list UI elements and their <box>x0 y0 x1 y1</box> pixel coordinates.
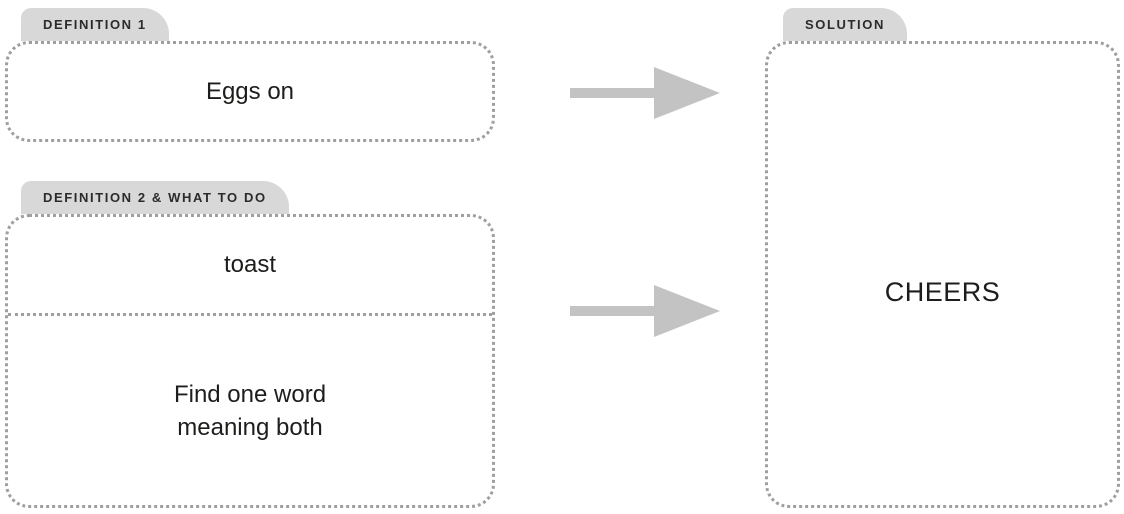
definition1-tab: DEFINITION 1 <box>21 8 169 41</box>
card-divider <box>8 313 492 316</box>
definition2-card: toast Find one word meaning both <box>5 214 495 508</box>
instruction-section: Find one word meaning both <box>8 316 492 505</box>
definition1-tab-label: DEFINITION 1 <box>43 17 147 32</box>
instruction-line-2: meaning both <box>177 413 323 441</box>
definition2-word-section: toast <box>8 217 492 313</box>
solution-card: CHEERS <box>765 41 1120 508</box>
instruction-line-1: Find one word <box>173 380 327 408</box>
solution-text: CHEERS <box>884 277 1001 307</box>
definition2-word: toast <box>223 251 277 278</box>
right-arrow-icon <box>570 285 720 337</box>
definition2-tab: DEFINITION 2 & WHAT TO DO <box>21 181 289 214</box>
solution-tab-label: SOLUTION <box>805 17 885 32</box>
definition1-text: Eggs on <box>205 77 295 105</box>
definition2-tab-label: DEFINITION 2 & WHAT TO DO <box>43 190 267 205</box>
solution-tab: SOLUTION <box>783 8 907 41</box>
right-arrow-icon <box>570 67 720 119</box>
definition1-card: Eggs on <box>5 41 495 142</box>
